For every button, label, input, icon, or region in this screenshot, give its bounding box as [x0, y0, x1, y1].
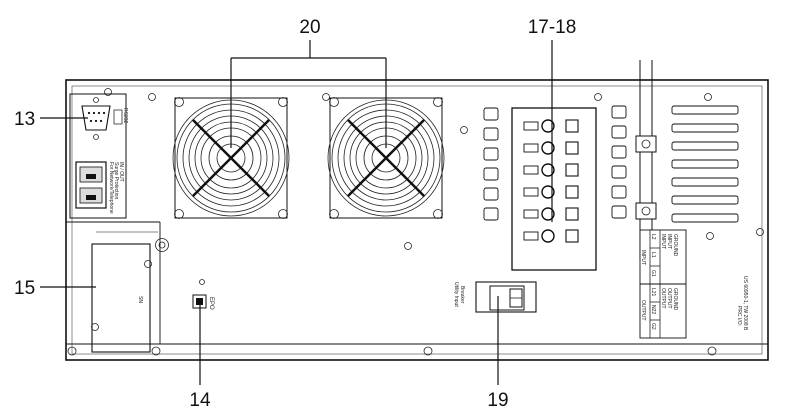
terminal-lug — [523, 209, 539, 219]
output-col-l21: L21 — [650, 288, 656, 297]
callout-19: 19 — [487, 390, 508, 411]
network-line-3: IN / OUT — [118, 162, 124, 182]
input-desc-2: INPUT — [666, 234, 672, 249]
serial-port: RS232 — [69, 93, 128, 219]
slot-cover: SN — [91, 238, 169, 353]
rating-text: PRC I/O: US 60950-1, TW 2008 B — [736, 276, 748, 331]
output-desc-1: OUTPUT — [660, 288, 666, 309]
input-header: INPUT — [640, 250, 646, 265]
utility-breaker-line-2: Breaker — [459, 286, 465, 304]
terminal-lug — [523, 121, 539, 131]
terminal-post — [541, 163, 555, 177]
network-surge-ports: For Network/Telephone Surge Protection I… — [75, 161, 124, 214]
terminal-post — [541, 185, 555, 199]
vent-slot — [611, 125, 627, 139]
terminal-screw-box — [565, 141, 579, 155]
input-col-g1: G1 — [650, 270, 656, 277]
terminal-screw-box — [565, 207, 579, 221]
rating-line-1: PRC I/O: — [736, 306, 742, 326]
vent-slot — [483, 127, 499, 141]
terminal-lug — [523, 165, 539, 175]
sn-label: SN — [137, 296, 143, 303]
vent-slot — [483, 107, 499, 121]
leader-lines — [40, 40, 553, 385]
input-col-l2: L2 — [650, 234, 656, 240]
utility-breaker: Utility Input Breaker — [453, 281, 537, 313]
callout-17-18: 17-18 — [528, 17, 577, 38]
terminal-post — [541, 119, 555, 133]
rating-line-2: US 60950-1, TW 2008 B — [742, 276, 748, 331]
cable-clamps — [635, 60, 657, 260]
vent-slot — [671, 123, 739, 133]
terminal-lug — [523, 143, 539, 153]
vent-slot — [611, 145, 627, 159]
terminal-screw-box — [565, 119, 579, 133]
vent-slot — [611, 205, 627, 219]
output-header: OUTPUT — [640, 300, 646, 321]
terminal-lug — [523, 231, 539, 241]
vent-slot — [611, 185, 627, 199]
input-desc-3: GROUND — [672, 234, 678, 257]
terminal-legend: INPUT OUTPUT L2 L1 G1 L21 N22 G2 INPUT I… — [639, 229, 687, 339]
epo-label: EPO — [208, 297, 214, 310]
output-col-g2: G2 — [650, 323, 656, 330]
vent-slots — [483, 105, 739, 223]
terminal-lug — [523, 187, 539, 197]
terminal-screw-box — [565, 229, 579, 243]
terminal-post — [541, 141, 555, 155]
output-col-n22: N22 — [650, 305, 656, 314]
vent-slot — [611, 165, 627, 179]
input-desc-1: INPUT — [660, 234, 666, 249]
terminal-block — [511, 107, 597, 271]
rs232-label: RS232 — [122, 108, 128, 124]
callout-labels: 20 17-18 13 15 14 19 — [14, 17, 576, 411]
vent-slot — [671, 159, 739, 169]
output-desc-2: OUTPUT — [666, 288, 672, 309]
chassis-screws — [67, 88, 764, 356]
vent-slot — [483, 207, 499, 221]
vent-slot — [671, 195, 739, 205]
vent-slot — [671, 105, 739, 115]
callout-13: 13 — [14, 109, 35, 130]
vent-slot — [671, 177, 739, 187]
terminal-screw-box — [565, 163, 579, 177]
callout-15: 15 — [14, 278, 35, 299]
vent-slot — [483, 187, 499, 201]
output-desc-3: GROUND — [672, 288, 678, 311]
terminal-post — [541, 207, 555, 221]
vent-slot — [483, 147, 499, 161]
input-col-l1: L1 — [650, 252, 656, 258]
vent-slot — [611, 105, 627, 119]
vent-slot — [671, 141, 739, 151]
network-line-2: Surge Protection — [113, 162, 119, 199]
terminal-screw-box — [565, 185, 579, 199]
terminal-post — [541, 229, 555, 243]
vent-slot — [671, 213, 739, 223]
network-line-1: For Network/Telephone — [108, 162, 114, 214]
callout-20: 20 — [299, 17, 320, 38]
callout-14: 14 — [189, 390, 211, 411]
vent-slot — [483, 167, 499, 181]
utility-breaker-line-1: Utility Input — [453, 282, 459, 307]
